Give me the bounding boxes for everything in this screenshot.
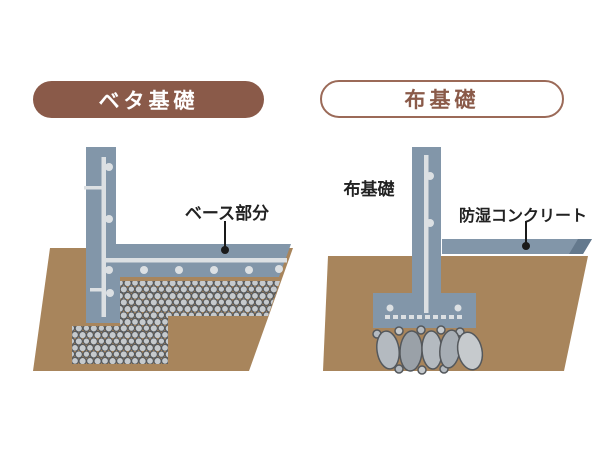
rebar-lines <box>84 157 287 317</box>
crushed-stones <box>372 325 484 375</box>
leader-dot <box>522 242 530 250</box>
mat-foundation-figure <box>33 147 293 371</box>
callout-moistureproof-concrete: 防湿コンクリート <box>458 206 587 225</box>
leader-dot <box>221 246 229 254</box>
label-strip-foundation: 布基礎 <box>343 180 395 200</box>
rebar-lines <box>385 155 465 319</box>
moistureproof-callout-leader <box>522 221 530 250</box>
badge-mat-foundation: ベタ基礎 <box>33 81 264 118</box>
callout-base-section: ベース部分 <box>184 204 270 224</box>
moistureproof-concrete-slab <box>442 239 592 254</box>
badge-strip-foundation: 布基礎 <box>320 80 564 118</box>
gravel-bed <box>72 281 280 364</box>
strip-foundation-figure <box>323 147 592 375</box>
slab-end-face <box>569 239 592 254</box>
base-callout-leader <box>221 221 229 254</box>
